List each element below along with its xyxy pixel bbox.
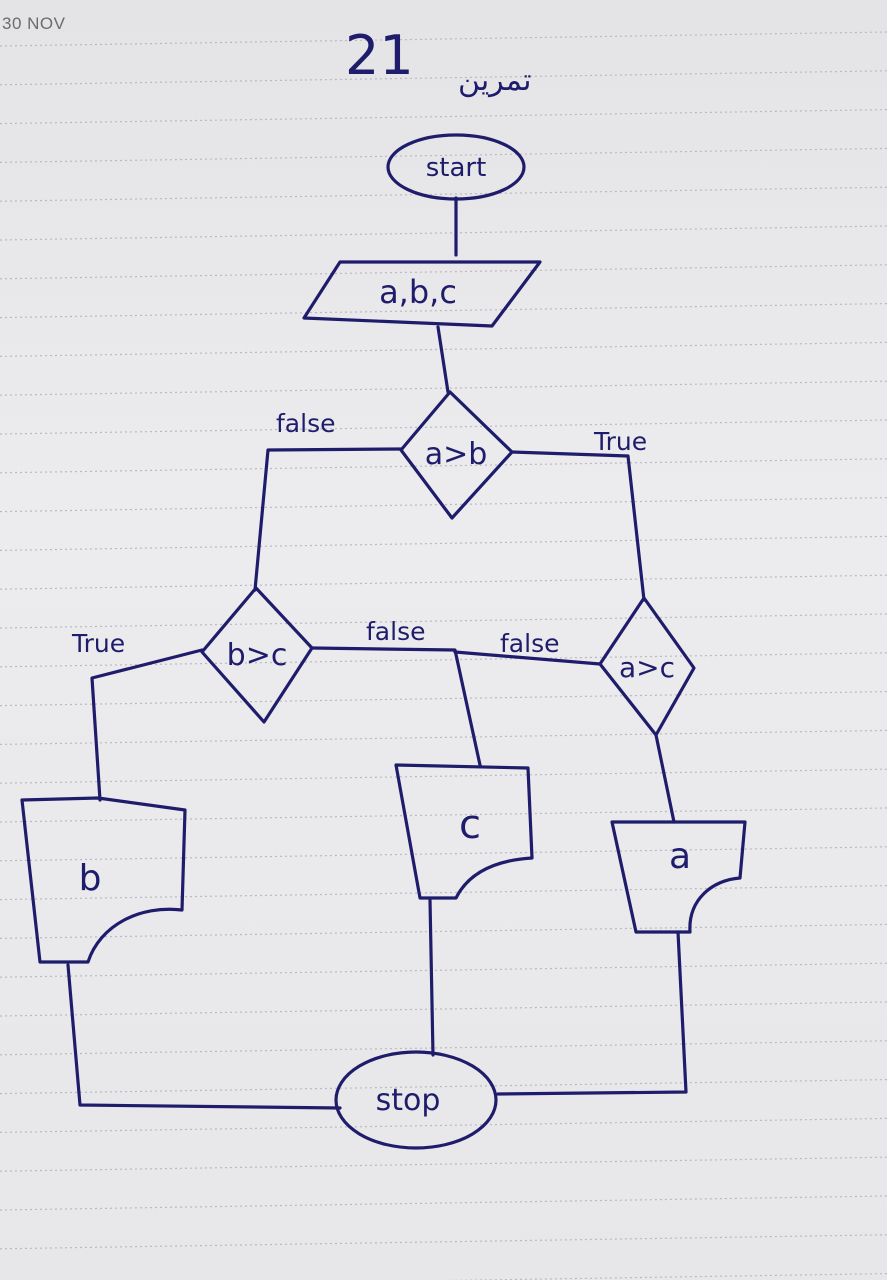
connector-b-stop [66,963,342,1110]
connector-ab-false [253,447,404,592]
start-terminal [386,133,526,201]
connector-a-stop [496,930,688,1096]
output-a-document [610,820,747,934]
input-parallelogram [302,260,542,328]
title-word: تمرین [458,63,531,98]
edge-ac-false-label: false [500,629,559,658]
start-label: start [426,153,487,183]
date-stamp: 30 NOV [2,14,66,33]
edge-ab-true-label: True [593,427,647,456]
connector-ac-false [453,650,602,666]
edge-ab-false-label: false [276,409,335,438]
output-b-label: b [79,858,102,899]
decision-a-gt-b [399,390,514,520]
output-c-document [394,763,534,900]
decision-a-gt-c-label: a>c [619,651,675,684]
connector-ac-a [654,733,676,824]
output-a-label: a [669,836,691,877]
output-c-label: c [459,802,481,848]
decision-a-gt-c [598,596,696,737]
connector-ab-true [510,450,646,602]
decision-b-gt-c [200,586,314,724]
connectors [66,196,688,1110]
decision-b-gt-c-label: b>c [227,638,288,673]
connector-input-decision-ab [436,325,450,394]
stop-terminal [334,1050,498,1150]
stop-label: stop [376,1083,441,1118]
output-b-document [20,796,187,964]
connector-bc-false [310,646,482,767]
connector-bc-true [90,648,204,802]
decision-a-gt-b-label: a>b [425,437,488,472]
edge-bc-false-label: false [366,617,425,646]
edge-bc-true-label: True [71,629,125,658]
connector-c-stop [428,898,435,1057]
input-label: a,b,c [379,273,457,311]
title-number: 21 [345,24,414,87]
